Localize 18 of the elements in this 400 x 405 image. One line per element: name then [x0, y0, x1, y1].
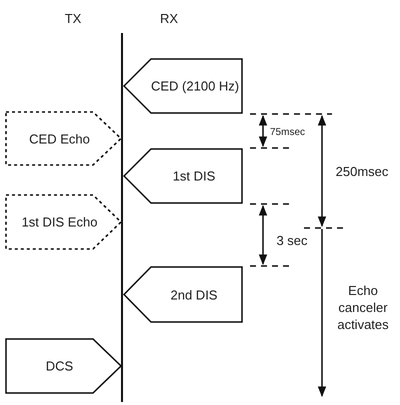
annotation-text: Echo canceler activates	[336, 282, 390, 333]
duration-label: 250msec	[334, 163, 390, 180]
duration-label: 75msec	[270, 126, 306, 140]
column-heading: TX	[64, 10, 82, 27]
signal-label: 1st DIS	[172, 168, 216, 184]
signal-label: CED (2100 Hz)	[151, 78, 237, 94]
echo-signal-shape	[5, 111, 122, 166]
signal-label: CED Echo	[28, 131, 91, 146]
signal-shape	[123, 58, 243, 114]
echo-signal-shape	[5, 194, 122, 250]
signal-shape	[5, 338, 122, 394]
column-heading: RX	[158, 10, 180, 27]
signal-label: DCS	[44, 358, 74, 374]
duration-label: 3 sec	[275, 232, 309, 249]
signal-label: 2nd DIS	[170, 287, 218, 302]
signal-shape	[123, 148, 243, 204]
signal-shape	[123, 266, 243, 323]
signal-label: 1st DIS Echo	[20, 214, 98, 230]
